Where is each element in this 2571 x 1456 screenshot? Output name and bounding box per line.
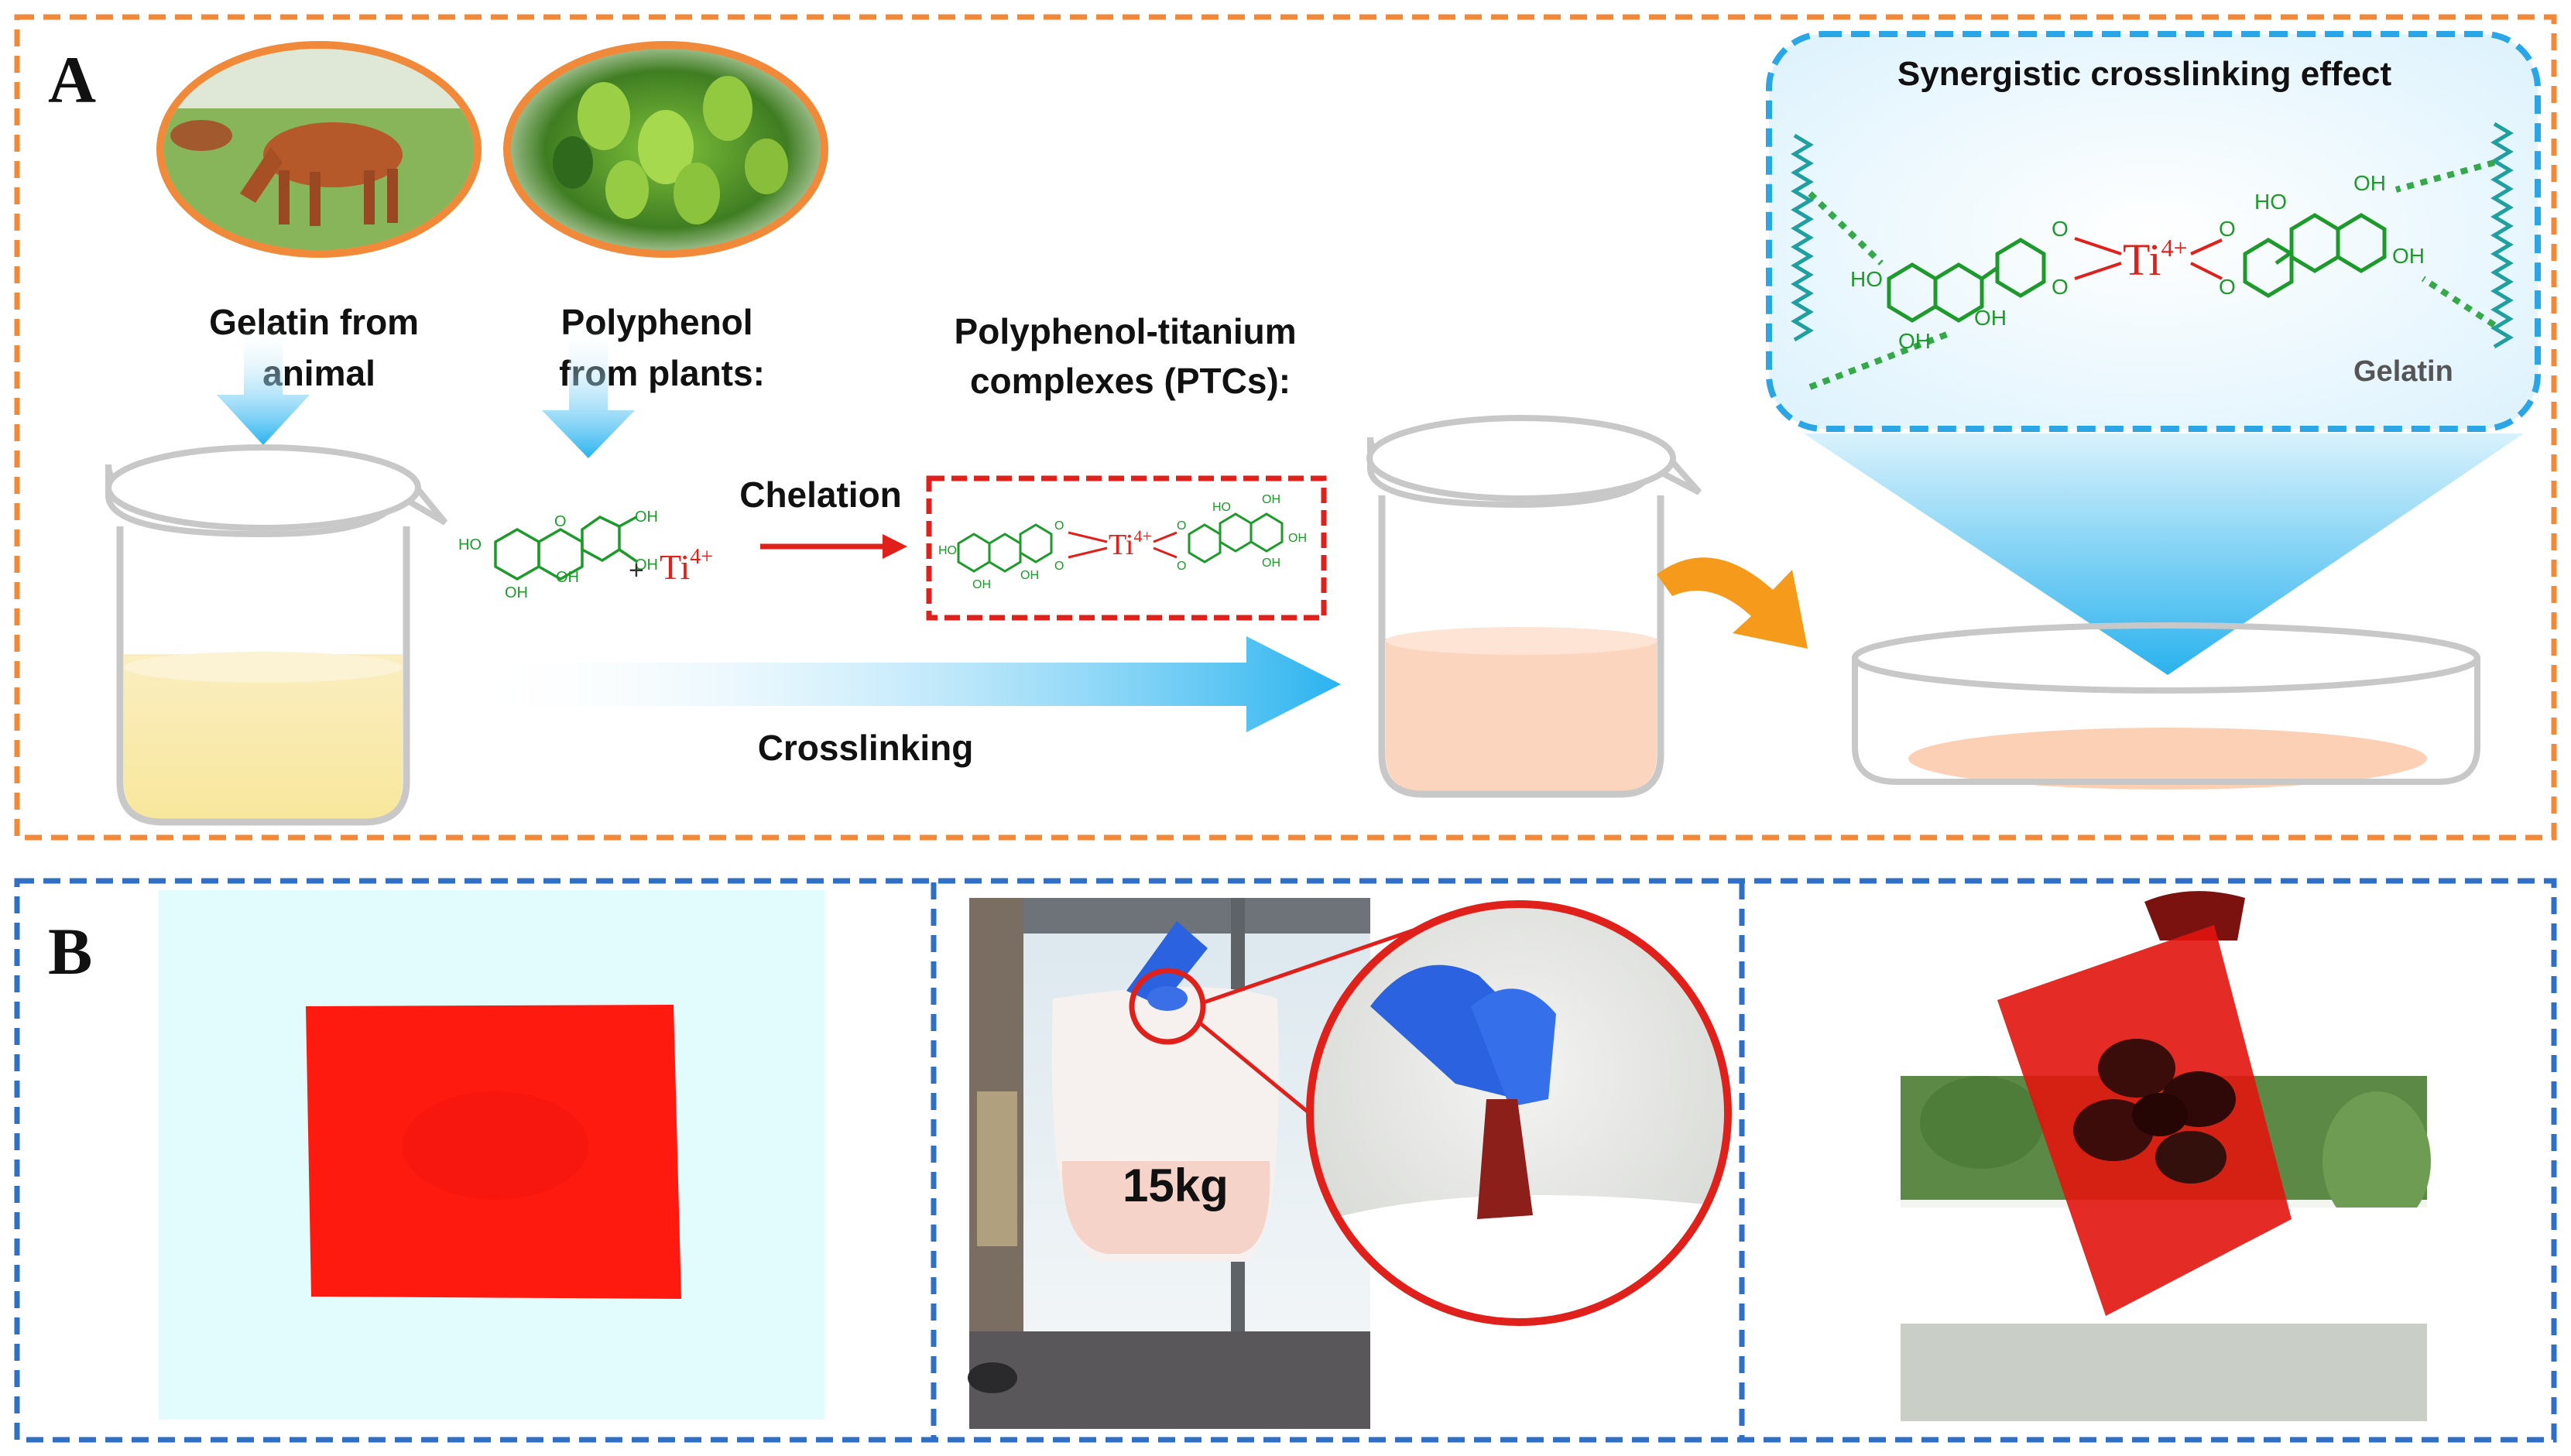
polyphenol-down-arrow xyxy=(542,324,635,458)
svg-text:OH: OH xyxy=(1898,329,1931,353)
ptc-gelatin-beaker xyxy=(1366,415,1702,798)
chelation-label: Chelation xyxy=(739,474,902,515)
gelatin-chain-right xyxy=(2490,122,2514,349)
synergy-box xyxy=(1766,31,2541,432)
chelation-arrow-head xyxy=(883,534,907,559)
hop-photo xyxy=(503,41,828,258)
zoom-source-circle xyxy=(1129,968,1206,1045)
gelatin-chain-left xyxy=(1791,133,1814,342)
zoom-inset xyxy=(1306,900,1732,1326)
gelatin-caption: Gelatin from animal xyxy=(209,302,429,393)
red-pouch-photo xyxy=(1901,891,2431,1421)
ptc-labels: HO OH OH O O O O HO OH OH OH xyxy=(938,493,1307,591)
svg-text:OH: OH xyxy=(1262,557,1280,570)
ti-ion-left: Ti4+ xyxy=(660,545,713,587)
gelatin-down-arrow xyxy=(217,324,310,445)
ptc-ti: Ti4+ xyxy=(1109,526,1152,561)
svg-text:O: O xyxy=(2052,217,2069,241)
zoom-link-top xyxy=(1201,919,1441,1005)
svg-text:OH: OH xyxy=(556,569,579,586)
svg-text:O: O xyxy=(1054,519,1064,533)
ptc-molecule xyxy=(957,512,1284,573)
panel-a-frame xyxy=(14,14,2557,841)
gelatin-label: Gelatin xyxy=(2353,355,2453,388)
plus-sign: + xyxy=(629,556,644,585)
svg-text:HO: HO xyxy=(938,544,957,557)
svg-text:OH: OH xyxy=(2353,171,2386,195)
synergy-ti-bonds xyxy=(2074,237,2223,280)
red-film-photo xyxy=(159,890,824,1420)
svg-text:O: O xyxy=(1054,560,1064,573)
cow-photo xyxy=(156,41,482,258)
svg-text:OH: OH xyxy=(635,509,658,526)
svg-text:OH: OH xyxy=(2392,244,2425,268)
svg-text:HO: HO xyxy=(2254,190,2287,214)
petri-dish xyxy=(1852,622,2480,790)
weight-label: 15kg xyxy=(1123,1160,1229,1211)
svg-text:OH: OH xyxy=(1020,569,1039,582)
synergy-title: Synergistic crosslinking effect xyxy=(1897,55,2392,93)
ptc-caption: Polyphenol-titanium complexes (PTCs): xyxy=(955,311,1307,401)
svg-text:O: O xyxy=(554,513,567,530)
catechin-molecule xyxy=(494,515,637,581)
panel-b-frame xyxy=(14,878,2557,1443)
catechin-labels: HO OH OH OH OH O xyxy=(458,509,658,601)
svg-text:HO: HO xyxy=(458,536,482,553)
svg-text:OH: OH xyxy=(1288,532,1307,545)
panel-a-letter: A xyxy=(48,43,96,117)
svg-text:O: O xyxy=(2052,275,2069,299)
svg-text:O: O xyxy=(2219,275,2236,299)
synergy-molecule xyxy=(1887,213,2387,323)
svg-text:HO: HO xyxy=(1850,267,1883,291)
projection-cone xyxy=(1804,433,2524,675)
pour-arrow xyxy=(1657,557,1808,649)
svg-text:O: O xyxy=(1177,519,1186,533)
crosslinking-arrow xyxy=(464,636,1341,732)
synergy-ti: Ti4+ xyxy=(2123,234,2188,285)
svg-text:OH: OH xyxy=(972,578,991,591)
svg-text:OH: OH xyxy=(635,557,658,574)
synergy-labels: HO OH OH O O O O HO OH OH xyxy=(1850,171,2425,353)
gelatin-beaker xyxy=(105,444,448,826)
load-test-photo: 15kg xyxy=(968,898,1370,1429)
svg-text:O: O xyxy=(2219,217,2236,241)
svg-text:OH: OH xyxy=(1262,493,1280,506)
svg-text:O: O xyxy=(1177,560,1186,573)
svg-text:OH: OH xyxy=(505,584,528,601)
svg-text:HO: HO xyxy=(1212,501,1231,514)
hydrogen-bond-lines xyxy=(1808,159,2497,390)
ptc-box xyxy=(926,475,1327,621)
panel-b-letter: B xyxy=(48,914,92,988)
ptc-bonds xyxy=(1068,531,1178,559)
svg-text:OH: OH xyxy=(1974,306,2007,330)
crosslinking-label: Crosslinking xyxy=(758,728,974,768)
